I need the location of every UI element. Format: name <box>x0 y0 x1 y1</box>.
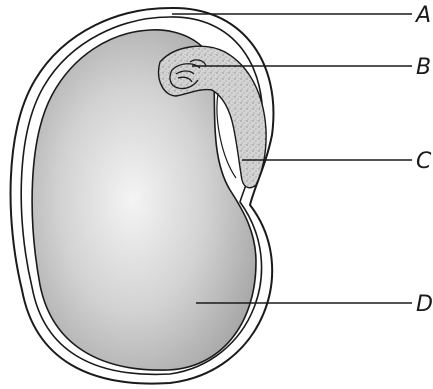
label-d: D <box>416 292 433 317</box>
label-a: A <box>414 3 431 28</box>
label-b: B <box>416 55 431 80</box>
label-c: C <box>416 149 432 174</box>
